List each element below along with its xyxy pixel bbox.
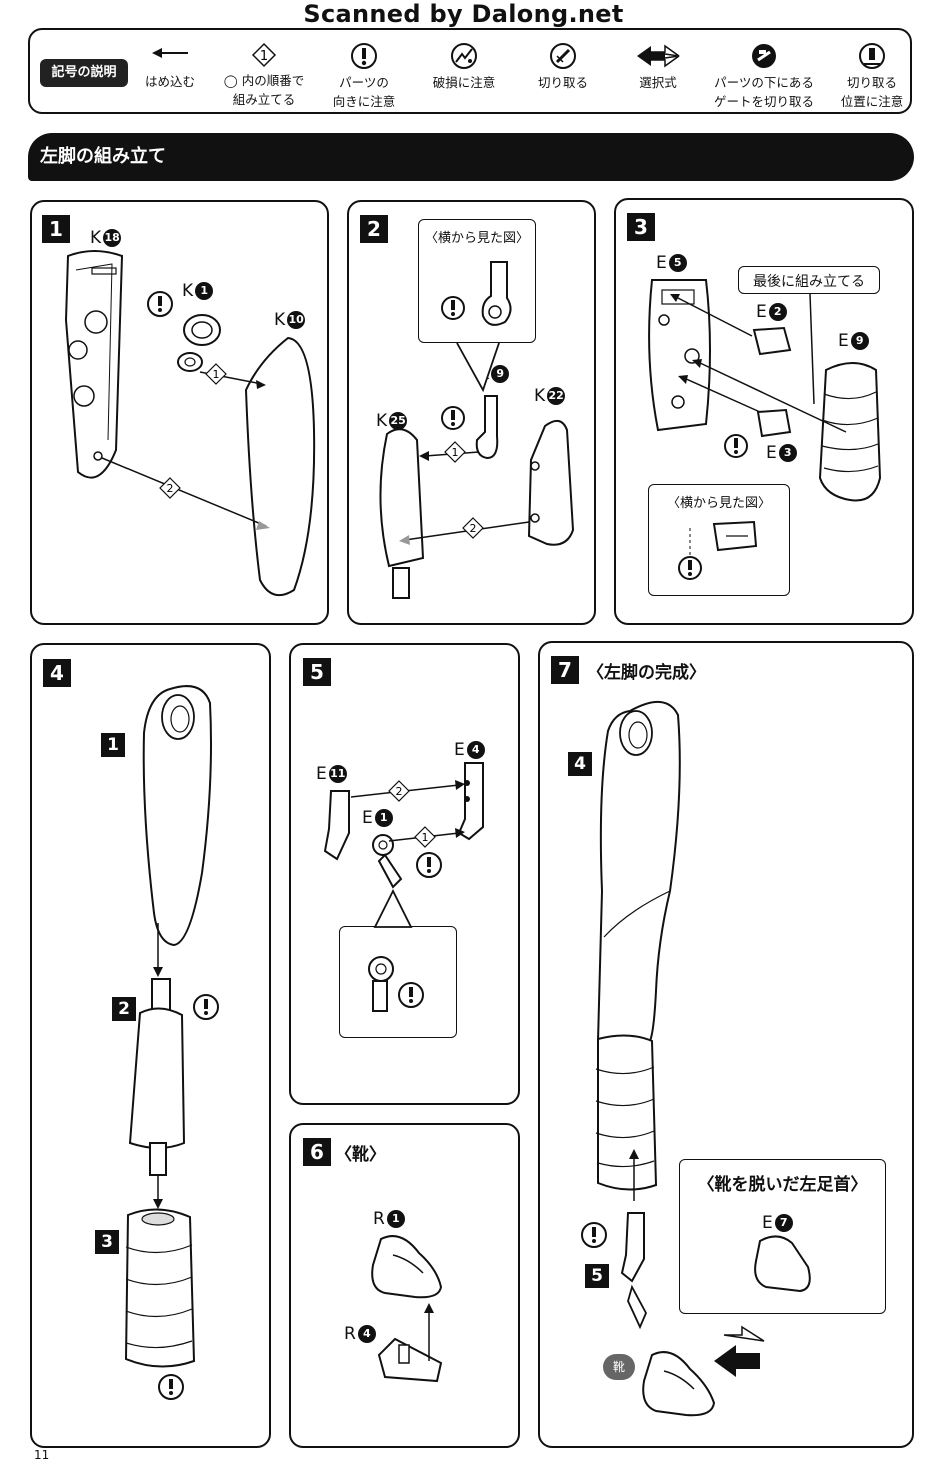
legend-item-snap-in: はめ込む — [138, 42, 202, 91]
legend-item-gate-cut: パーツの下にある ゲートを切り取る — [708, 42, 820, 111]
breakage-icon — [451, 43, 477, 69]
seq-marker: 1 — [422, 831, 429, 844]
step-number: 5 — [303, 658, 331, 686]
callout-title: 〈横から見た図〉 — [424, 231, 529, 246]
page-number: 11 — [34, 1448, 50, 1462]
seq-marker: 1 — [213, 368, 220, 381]
callout-title: 〈靴を脱いだ左足首〉 — [697, 1175, 868, 1195]
callout-title: 〈横から見た図〉 — [666, 496, 771, 511]
step-1-illustration: 1 2 — [64, 250, 316, 597]
legend-label: 位置に注意 — [840, 94, 904, 109]
callout-title: 最後に組み立てる — [753, 274, 865, 290]
step-7-illustration — [581, 701, 811, 1417]
side-view-callout — [418, 219, 536, 343]
seq-marker: 1 — [452, 446, 459, 459]
legend-label: ◯ 内の順番で — [223, 73, 305, 88]
step-title: 〈左脚の完成〉 — [587, 663, 706, 683]
legend-label: パーツの — [339, 75, 389, 90]
substep-marker: 1 — [101, 733, 125, 757]
seq-marker: 2 — [167, 482, 174, 495]
legend-item-order: 1 ◯ 内の順番で 組み立てる — [218, 42, 310, 109]
section-title-bar: 左脚の組み立て — [28, 133, 914, 181]
legend-label: ゲートを切り取る — [713, 94, 814, 109]
step-6-illustration — [371, 1235, 443, 1383]
substep-marker: 5 — [585, 1264, 609, 1288]
boot-badge: 靴 — [603, 1354, 635, 1380]
legend-item-orientation: パーツの 向きに注意 — [326, 42, 402, 111]
legend-label: 破損に注意 — [432, 75, 496, 90]
detail-callout — [339, 926, 457, 1038]
substep-marker: 2 — [112, 997, 136, 1021]
legend-title: 記号の説明 — [40, 59, 128, 87]
step-number: 4 — [43, 659, 71, 687]
seq-marker: 2 — [396, 785, 403, 798]
assemble-last-callout — [738, 266, 880, 294]
legend-label: パーツの下にある — [714, 75, 814, 90]
step-title: 〈靴〉 — [335, 1145, 386, 1165]
legend-item-selectable: 選択式 — [626, 42, 690, 92]
caution-icon — [351, 43, 377, 69]
legend-label: はめ込む — [144, 74, 195, 89]
seq-marker: 2 — [470, 522, 477, 535]
substep-marker: 3 — [95, 1230, 119, 1254]
legend-label: 選択式 — [639, 75, 677, 90]
step-4-illustration — [124, 685, 219, 1400]
step-number: 6 — [303, 1138, 331, 1166]
scanned-by-watermark: Scanned by Dalong.net — [303, 0, 624, 28]
legend-label: 組み立てる — [232, 92, 296, 107]
legend-label: 切り取る — [846, 75, 897, 90]
step-3-illustration — [648, 279, 882, 580]
cut-icon — [550, 43, 576, 69]
step-number: 3 — [627, 213, 655, 241]
step-5-illustration: 2 1 — [323, 762, 484, 1012]
legend-label: 切り取る — [537, 75, 588, 90]
step-number: 2 — [360, 215, 388, 243]
legend-item-breakage: 破損に注意 — [426, 42, 502, 92]
select-arrows-icon — [637, 44, 680, 68]
step-2-illustration: 1 2 — [379, 261, 575, 599]
cut-position-icon — [859, 43, 885, 69]
circled-number-icon: 1 — [251, 42, 277, 68]
legend-item-cut-position: 切り取る 位置に注意 — [832, 42, 912, 111]
step-number: 7 — [551, 656, 579, 684]
gate-cut-icon — [752, 44, 776, 68]
svg-text:1: 1 — [260, 49, 268, 64]
step-number: 1 — [42, 215, 70, 243]
legend-item-cut: 切り取る — [528, 42, 598, 92]
legend-label: 向きに注意 — [332, 94, 396, 109]
symbol-legend — [28, 28, 912, 114]
substep-marker: 4 — [568, 752, 592, 776]
arrow-left-icon — [152, 48, 188, 58]
